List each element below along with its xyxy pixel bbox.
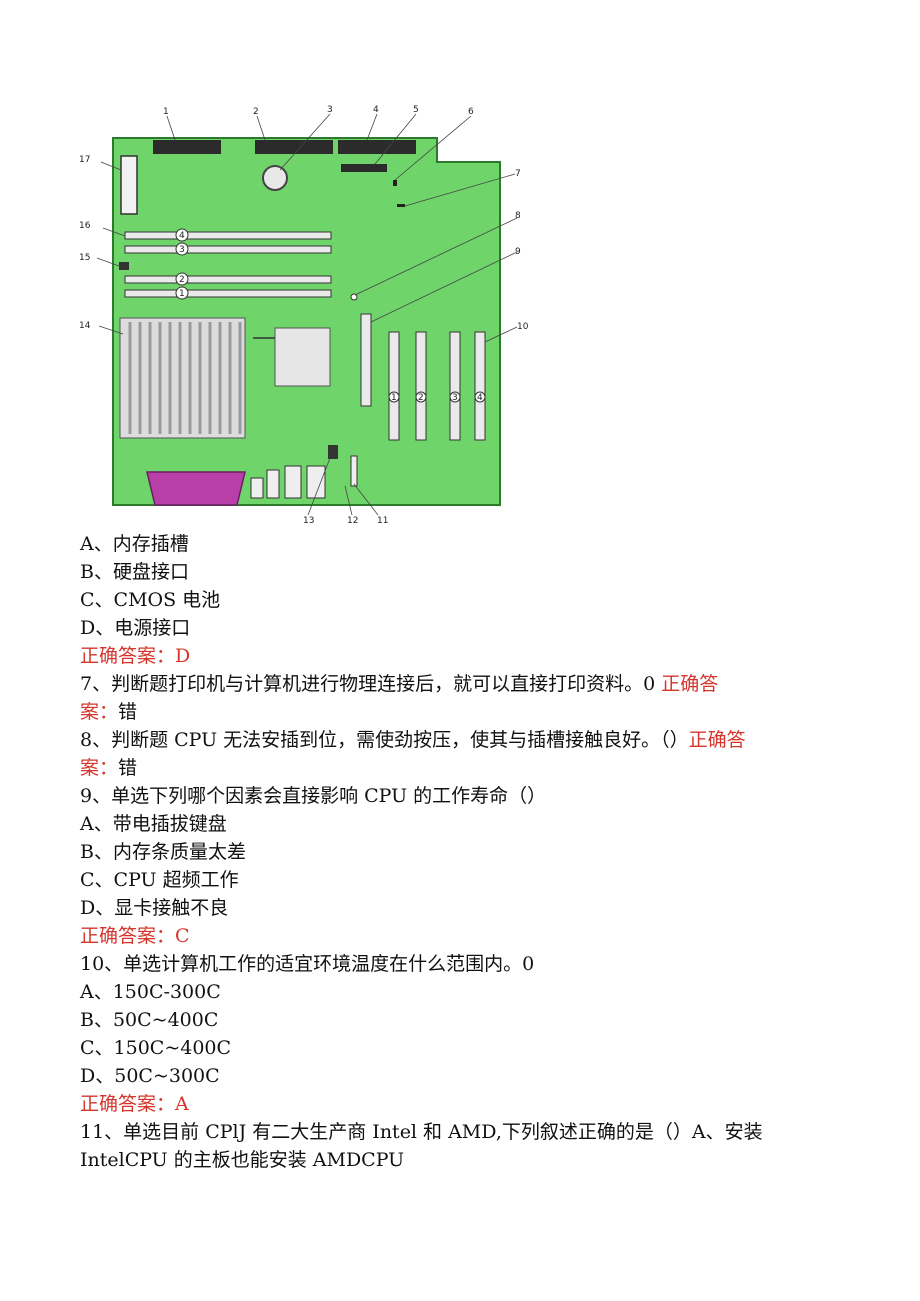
question-text: A、内存插槽 B、硬盘接口 C、CMOS 电池 D、电源接口 正确答案：D 7、… xyxy=(80,530,840,1174)
pci-slots: 1 2 3 4 xyxy=(388,331,486,441)
connector-4 xyxy=(338,140,416,154)
leader-lines xyxy=(96,113,518,516)
callout-label: 14 xyxy=(79,321,91,331)
option-a: A、内存插槽 xyxy=(80,533,189,555)
callout-label: 11 xyxy=(377,516,388,526)
callout-label: 17 xyxy=(79,155,90,165)
question-11: 11、单选目前 CPlJ 有二大生产商 Intel 和 AMD,下列叙述正确的是… xyxy=(80,1121,763,1143)
question-11-cont: IntelCPU 的主板也能安装 AMDCPU xyxy=(80,1149,405,1171)
jumper-6 xyxy=(393,180,397,186)
callout-label: 3 xyxy=(327,105,333,115)
answer-q8-label-cont: 案： xyxy=(80,757,119,779)
answer-q7-value: 错 xyxy=(118,701,138,723)
jumper-7 xyxy=(397,204,405,207)
pci-number: 2 xyxy=(418,393,424,403)
agp-slot xyxy=(360,313,372,407)
question-10: 10、单选计算机工作的适宜环境温度在什么范围内。0 xyxy=(80,953,535,975)
answer-q7-label: 正确答 xyxy=(661,673,719,695)
callout-label: 12 xyxy=(347,516,358,526)
parallel-port xyxy=(146,471,246,506)
callout-label: 13 xyxy=(303,516,314,526)
connector-5 xyxy=(341,164,387,172)
answer-q8-label: 正确答 xyxy=(688,729,746,751)
callout-label: 1 xyxy=(163,107,169,117)
q10-option-c: C、150C~400C xyxy=(80,1037,232,1059)
answer-q8-value: 错 xyxy=(118,757,138,779)
pci-number: 1 xyxy=(391,393,397,403)
port-a xyxy=(250,477,264,499)
motherboard-svg: 4 3 2 1 xyxy=(79,105,529,526)
dimm-number: 3 xyxy=(179,245,185,255)
q10-option-a: A、150C-300C xyxy=(80,981,221,1003)
callout-label: 6 xyxy=(468,107,474,117)
option-c: C、CMOS 电池 xyxy=(80,589,221,611)
heatsink xyxy=(119,317,246,439)
callout-label: 16 xyxy=(79,221,91,231)
port-d xyxy=(306,465,326,499)
callout-labels: 1 2 3 4 5 6 7 8 9 10 11 12 13 14 15 16 1… xyxy=(79,105,529,526)
callout-label: 2 xyxy=(253,107,259,117)
port-b xyxy=(266,469,280,499)
callout-label: 4 xyxy=(373,105,379,115)
question-7: 7、判断题打印机与计算机进行物理连接后，就可以直接打印资料。0 正确答 xyxy=(80,670,840,698)
connector-15 xyxy=(119,262,129,270)
dimm-number: 4 xyxy=(179,231,185,241)
connector-1 xyxy=(153,140,221,154)
question-9: 9、单选下列哪个因素会直接影响 CPU 的工作寿命（） xyxy=(80,785,547,807)
dimm-number: 2 xyxy=(179,275,185,285)
callout-label: 15 xyxy=(79,253,90,263)
callout-label: 7 xyxy=(515,169,521,179)
question-8-cont: 案：错 xyxy=(80,754,840,782)
q9-option-b: B、内存条质量太差 xyxy=(80,841,246,863)
pci-number: 4 xyxy=(477,393,483,403)
option-b: B、硬盘接口 xyxy=(80,561,189,583)
q10-option-b: B、50C~400C xyxy=(80,1009,219,1031)
question-7-cont: 案：错 xyxy=(80,698,840,726)
question-8: 8、判断题 CPU 无法安插到位，需使劲按压，使其与插槽接触良好。（）正确答 xyxy=(80,726,840,754)
port-c xyxy=(284,465,302,499)
q9-option-a: A、带电插拔键盘 xyxy=(80,813,227,835)
q9-option-d: D、显卡接触不良 xyxy=(80,897,229,919)
motherboard-diagram: 4 3 2 1 xyxy=(75,100,535,530)
answer-q9: 正确答案：C xyxy=(80,925,190,947)
answer-q6: 正确答案：D xyxy=(80,645,191,667)
callout-label: 9 xyxy=(515,247,521,257)
cmos-battery xyxy=(262,165,288,191)
dimm-slots: 4 3 2 1 xyxy=(124,228,332,300)
callout-label: 10 xyxy=(517,322,529,332)
connector-2 xyxy=(255,140,333,154)
connector-11 xyxy=(350,455,358,487)
power-connector xyxy=(120,155,138,215)
callout-label: 5 xyxy=(413,105,419,115)
led-8 xyxy=(350,293,358,301)
question-7-text: 7、判断题打印机与计算机进行物理连接后，就可以直接打印资料。0 xyxy=(80,673,662,695)
q9-option-c: C、CPU 超频工作 xyxy=(80,869,239,891)
q10-option-d: D、50C~300C xyxy=(80,1065,220,1087)
question-8-text: 8、判断题 CPU 无法安插到位，需使劲按压，使其与插槽接触良好。（） xyxy=(80,729,689,751)
connector-13 xyxy=(328,445,338,459)
cpu-socket xyxy=(274,327,331,387)
answer-q7-label-cont: 案： xyxy=(80,701,119,723)
option-d: D、电源接口 xyxy=(80,617,191,639)
callout-label: 8 xyxy=(515,211,521,221)
pci-number: 3 xyxy=(452,393,458,403)
answer-q10: 正确答案：A xyxy=(80,1093,189,1115)
dimm-number: 1 xyxy=(179,289,185,299)
